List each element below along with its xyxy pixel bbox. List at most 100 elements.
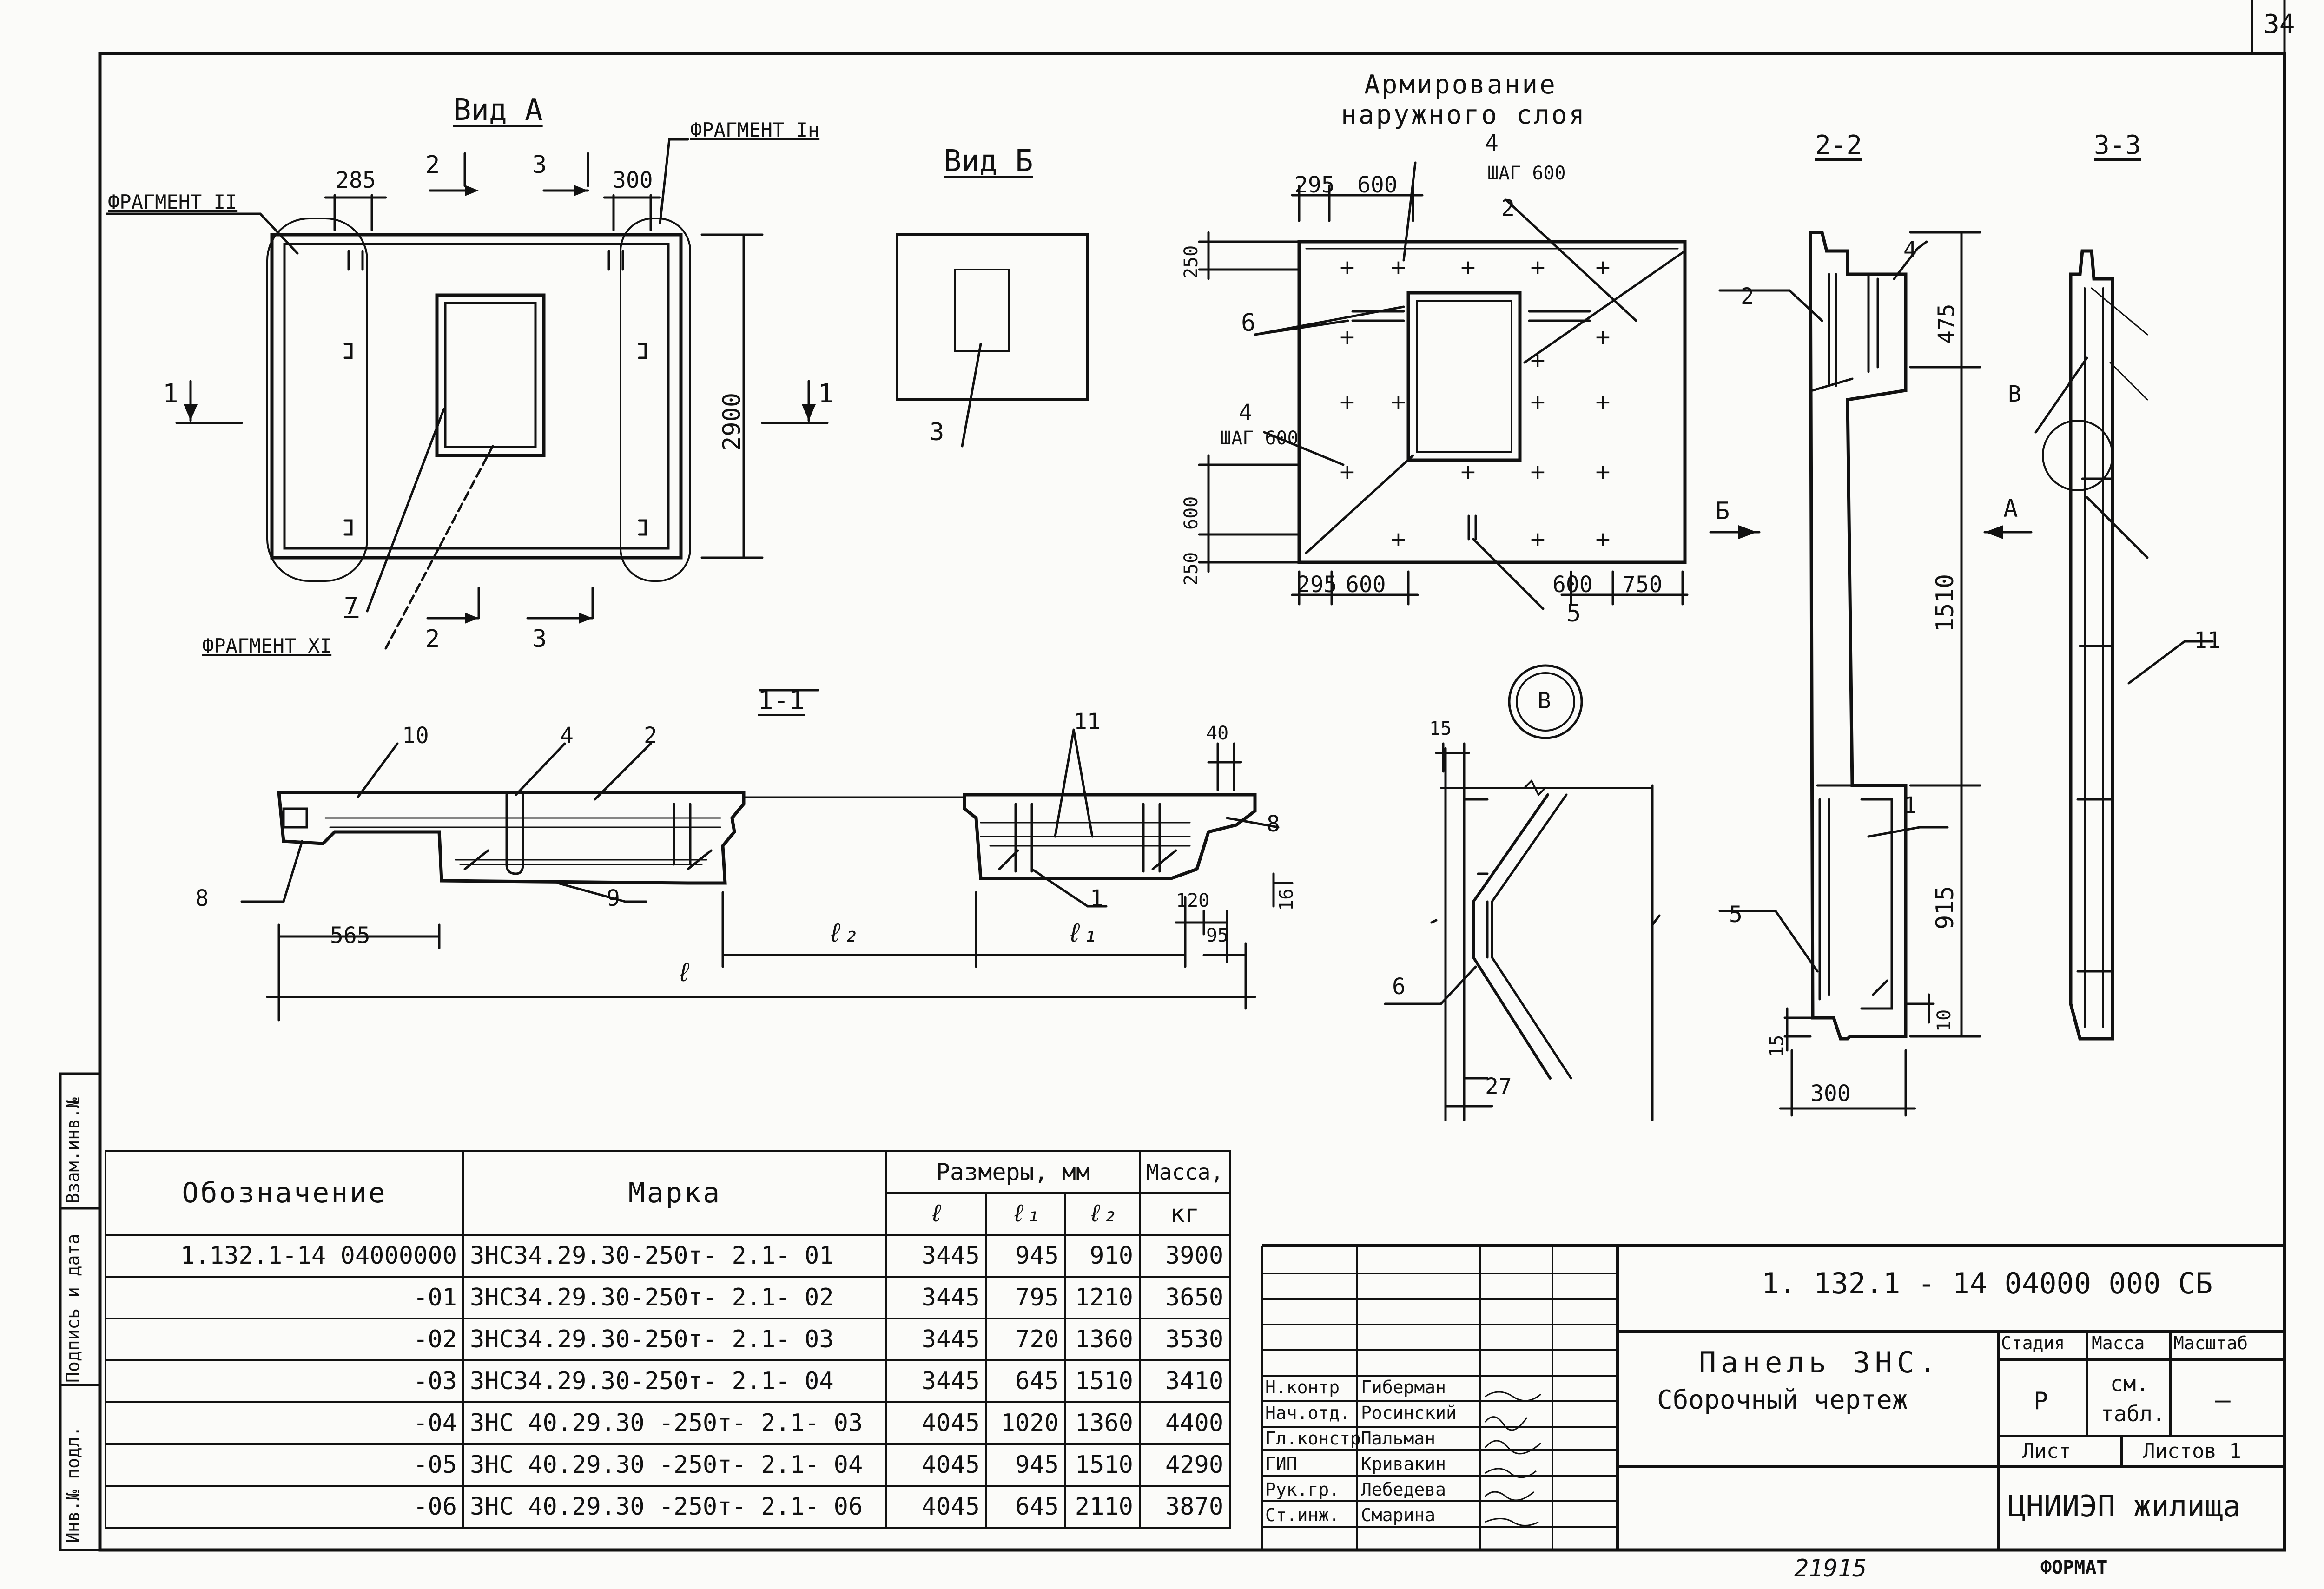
signer-role: Ст.инж. [1265, 1505, 1340, 1525]
svg-text:+: + [1529, 390, 1546, 414]
signer-name: Смарина [1361, 1505, 1436, 1525]
header-kg: кг [1138, 1192, 1231, 1236]
scale-label: Масштаб [2173, 1333, 2248, 1353]
callout-5-section: 5 [1729, 902, 1743, 928]
fragment-11-label: ФРАГМЕНТ XI [202, 634, 332, 657]
spec-l2: 1210 [1064, 1276, 1141, 1319]
callout-7: 7 [344, 593, 359, 620]
cut-1-left: 1 [163, 379, 178, 409]
callout-5-plan: 5 [1566, 600, 1581, 627]
callout-4-long: 4 [560, 723, 574, 749]
spec-l2: 1360 [1064, 1318, 1141, 1361]
bottom-number: 21915 [1794, 1555, 1867, 1582]
dim-l: ℓ [676, 957, 692, 988]
spec-designation: -06 [105, 1485, 464, 1529]
callout-4-left: 4 [1239, 400, 1252, 426]
header-designation: Обозначение [105, 1150, 464, 1236]
spec-l: 4045 [885, 1401, 987, 1445]
callout-4-top: 4 [1485, 130, 1499, 156]
spec-subheader-row: ℓ ℓ₁ ℓ₂ кг [106, 1192, 1231, 1236]
spec-designation: -03 [105, 1359, 464, 1403]
callout-6-plan: 6 [1241, 309, 1256, 337]
signer-name: Кривакин [1361, 1454, 1446, 1474]
cut-2-bottom: 2 [425, 625, 440, 653]
view-b-title: Вид Б [944, 144, 1033, 178]
dim-l1: ℓ₁ [1067, 918, 1098, 948]
dim-300: 300 [613, 167, 653, 193]
reinforcement-title-2: наружного слоя [1341, 100, 1587, 130]
format-label: ФОРМАТ [2040, 1557, 2108, 1578]
spec-l2: 2110 [1064, 1485, 1141, 1529]
doc-code: 1. 132.1 - 14 04000 000 СБ [1762, 1266, 2213, 1300]
callout-8-right: 8 [1267, 811, 1280, 837]
svg-text:+: + [1339, 325, 1356, 349]
dim-285: 285 [336, 167, 376, 193]
title-line-1: Панель 3НС. [1699, 1345, 1941, 1379]
view-a-title: Вид А [453, 93, 543, 127]
svg-text:+: + [1529, 527, 1546, 551]
spec-designation: -04 [105, 1401, 464, 1445]
callout-9: 9 [607, 885, 620, 911]
header-l1: ℓ₁ [985, 1192, 1066, 1236]
callout-2-section: 2 [1741, 284, 1754, 310]
spec-l: 3445 [885, 1234, 987, 1278]
mass-value-1: см. [2110, 1371, 2149, 1396]
svg-text:+: + [1529, 460, 1546, 484]
page-number: 34 [2264, 9, 2295, 40]
dim-600-bottom-left: 600 [1346, 572, 1386, 598]
signer-name: Гиберман [1361, 1377, 1446, 1398]
svg-text:+: + [1594, 460, 1611, 484]
dim-120: 120 [1176, 890, 1210, 911]
dim-15-detail: 15 [1429, 718, 1452, 739]
section-3-3-title: 3-3 [2094, 130, 2141, 160]
signer-role: ГИП [1265, 1454, 1297, 1474]
spec-l2: 1510 [1064, 1359, 1141, 1403]
detail-b-marker-label: В [2008, 381, 2021, 407]
spec-header-row: Обозначение Марка Размеры, мм Масса, [105, 1150, 1231, 1236]
spec-l2: 910 [1064, 1234, 1141, 1278]
callout-4-section: 4 [1903, 237, 1917, 263]
spec-l1: 645 [985, 1359, 1066, 1403]
spec-l: 4045 [885, 1485, 987, 1529]
spec-mark: 3НС 40.29.30 -250т- 2.1- 03 [462, 1401, 887, 1445]
cut-3-bottom: 3 [532, 625, 547, 653]
spec-designation: -01 [105, 1276, 464, 1319]
spec-l: 3445 [885, 1276, 987, 1319]
svg-text:+: + [1594, 256, 1611, 279]
callout-1-section: 1 [1903, 792, 1917, 818]
fragment-2-label: ФРАГМЕНТ II [108, 191, 238, 213]
spec-l1: 945 [985, 1234, 1066, 1278]
dim-27: 27 [1485, 1074, 1512, 1100]
callout-11-section: 11 [2194, 627, 2221, 653]
dim-40: 40 [1206, 723, 1229, 744]
spec-l: 3445 [885, 1318, 987, 1361]
dim-l2: ℓ₂ [827, 918, 859, 948]
spec-designation: -02 [105, 1318, 464, 1361]
callout-10: 10 [402, 723, 429, 749]
dim-750: 750 [1622, 572, 1663, 598]
svg-text:+: + [1390, 256, 1407, 279]
specification-table: Обозначение Марка Размеры, мм Масса, ℓ ℓ… [105, 1150, 1231, 1529]
spec-mark: 3НС34.29.30-250т- 2.1- 04 [462, 1359, 887, 1403]
dim-295-top: 295 [1294, 172, 1335, 198]
signer-role: Н.контр [1265, 1377, 1340, 1398]
reinforcement-title-1: Армирование [1364, 70, 1557, 100]
fragment-1n-label: ФРАГМЕНТ Iн [690, 119, 820, 141]
dim-95: 95 [1206, 925, 1229, 946]
spec-l1: 645 [985, 1485, 1066, 1529]
dim-300-section: 300 [1810, 1081, 1851, 1107]
signer-name: Росинский [1361, 1403, 1457, 1423]
spec-mass: 4400 [1138, 1401, 1231, 1445]
spec-l1: 795 [985, 1276, 1066, 1319]
spec-l1: 1020 [985, 1401, 1066, 1445]
step-600-top: ШАГ 600 [1487, 163, 1566, 184]
spec-designation: -05 [105, 1443, 464, 1487]
cut-2-top: 2 [425, 151, 440, 179]
